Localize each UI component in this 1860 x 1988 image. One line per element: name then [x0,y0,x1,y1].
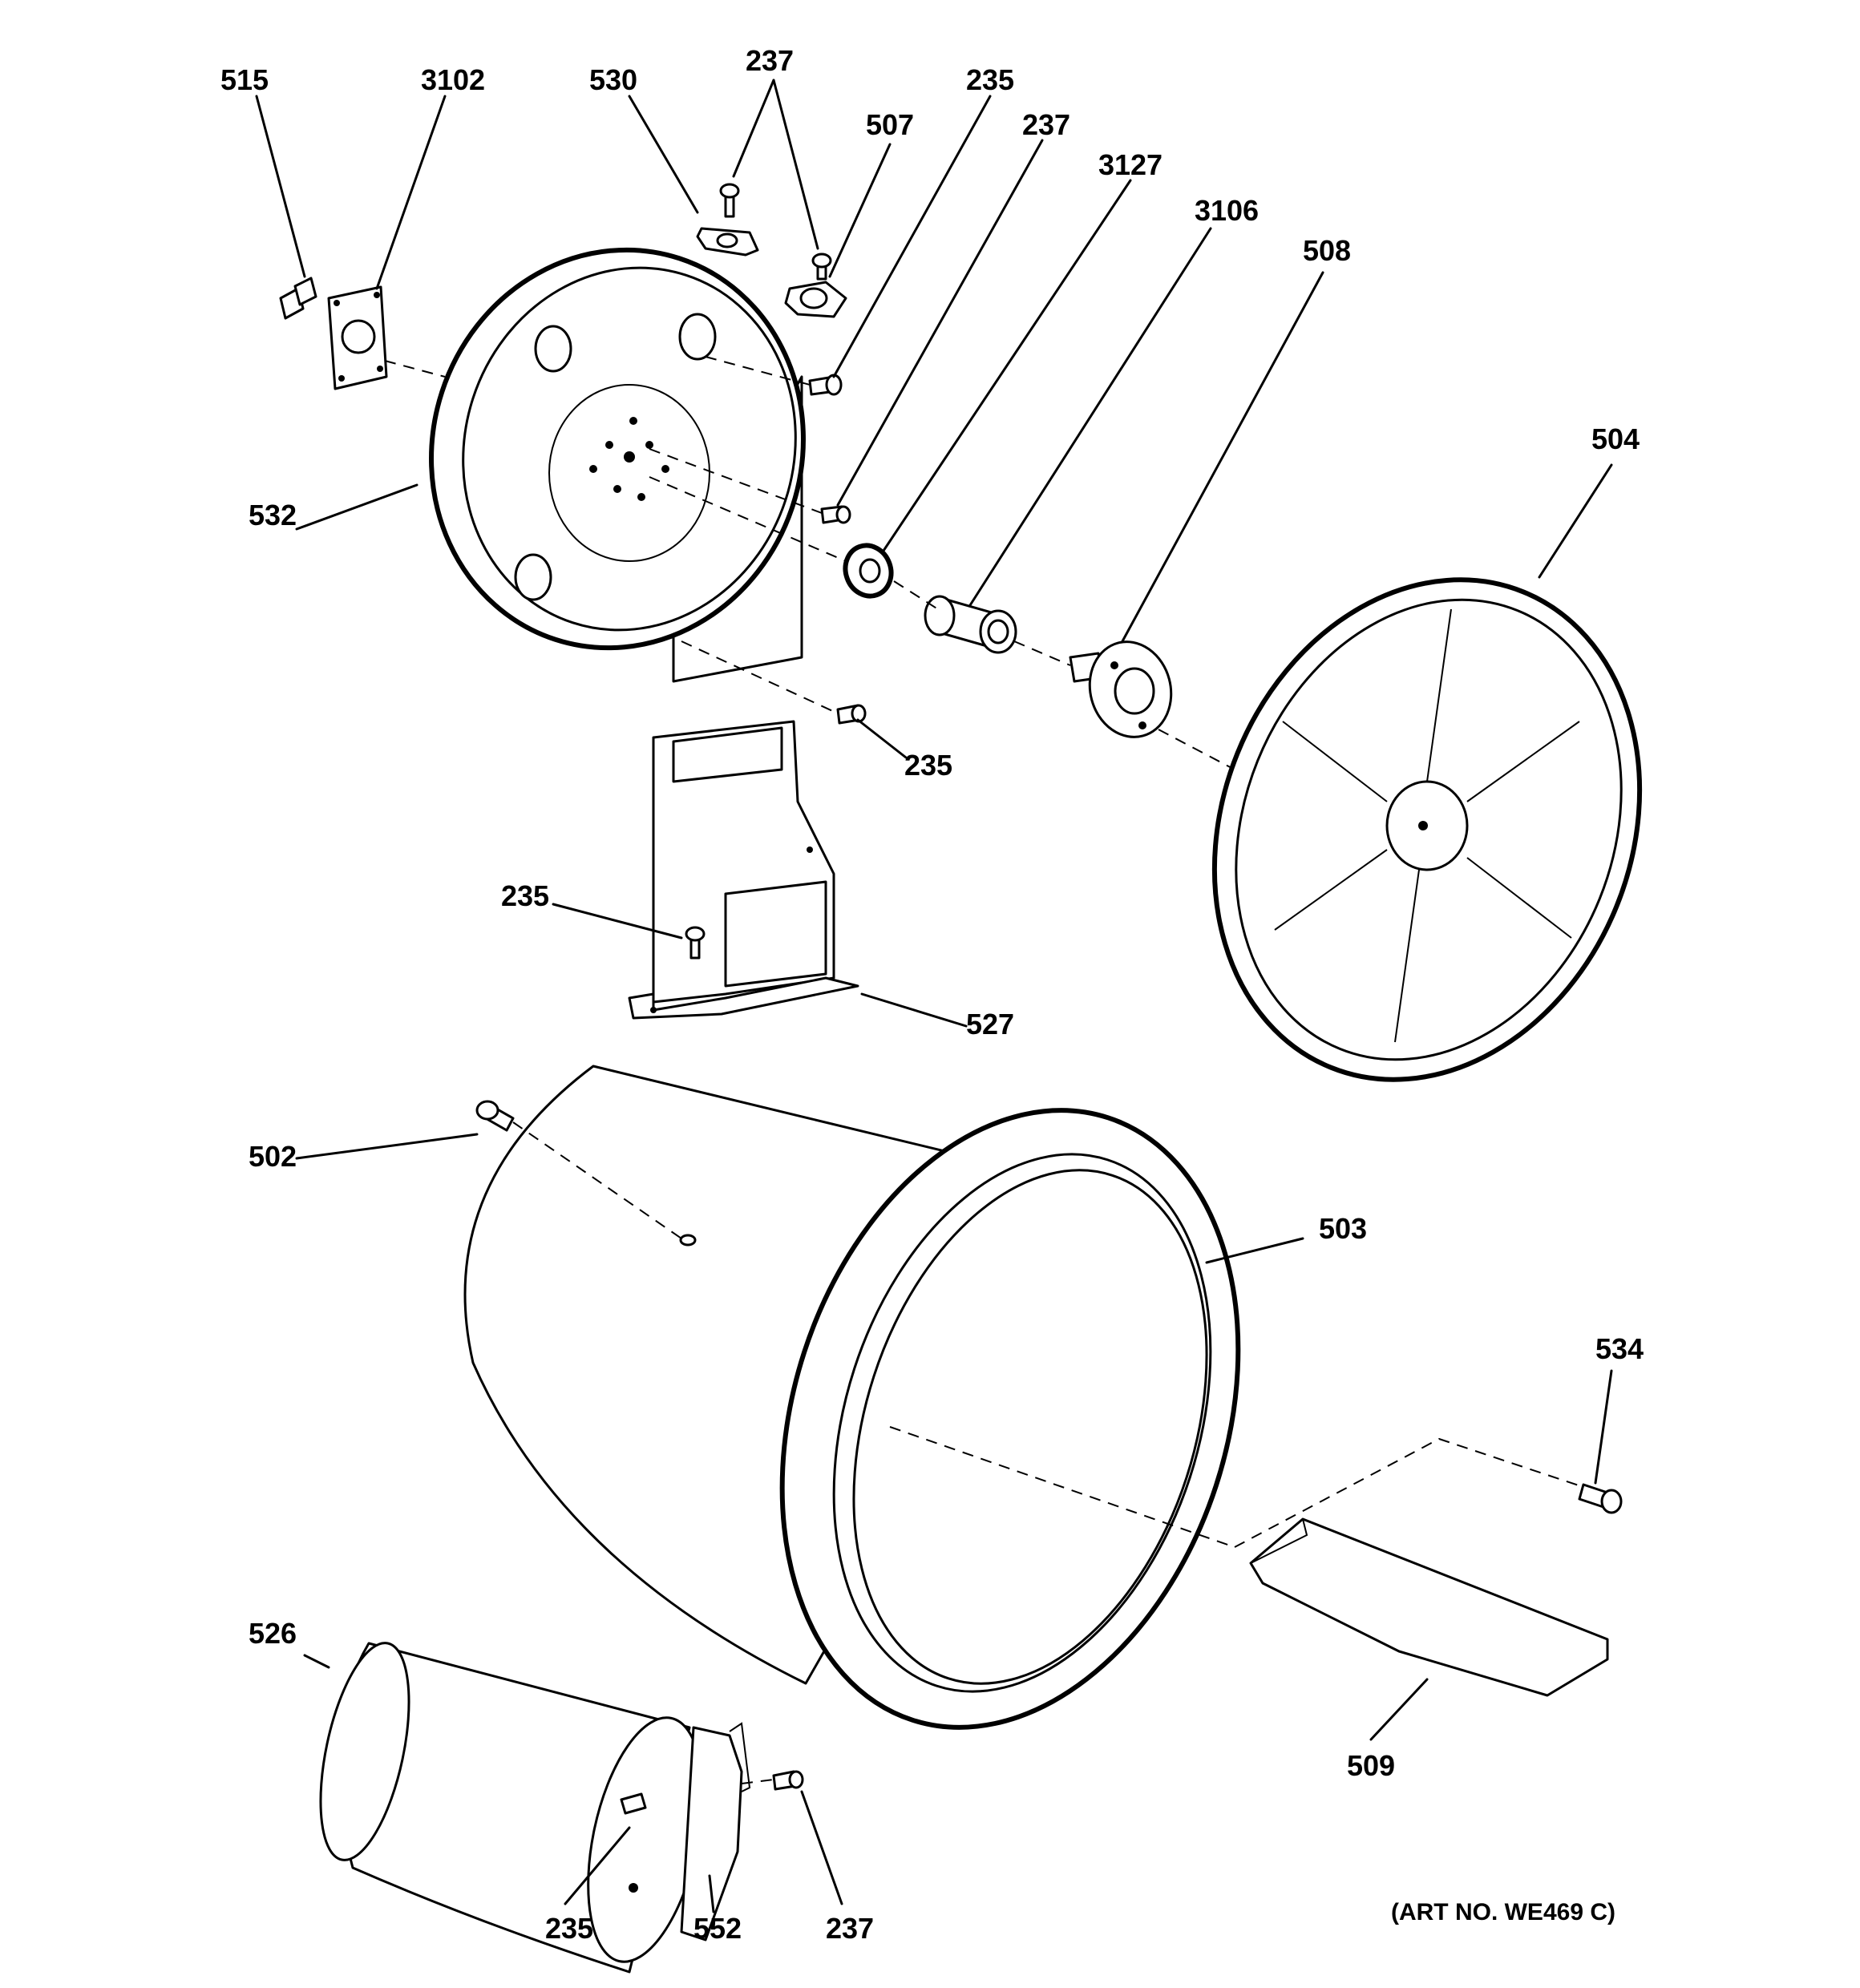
art-number-note: (ART NO. WE469 C) [1391,1899,1615,1925]
drum-503 [463,1065,1241,1730]
screw-235b [836,704,867,725]
screw-237b [820,505,851,524]
callout-503: 503 [1319,1212,1367,1245]
screw-235c [685,926,706,960]
callout-532: 532 [249,499,297,531]
screw-237c [772,1770,804,1791]
callout-509: 509 [1347,1749,1395,1782]
clip-515 [279,277,317,320]
bracket-530 [696,183,759,257]
callout-527: 527 [966,1008,1014,1040]
heater-526 [319,1642,743,1974]
duct-527 [628,720,859,1020]
leader-lines [255,79,1613,1913]
callout-3106: 3106 [1195,194,1259,227]
rear-bulkhead-532 [429,247,806,683]
callout-3102: 3102 [421,63,485,96]
plate-3102 [327,285,388,390]
callout-504: 504 [1591,422,1640,455]
callout-labels: 515 3102 530 237 507 235 237 3127 3106 5… [220,44,1644,1945]
callout-235-top: 235 [966,63,1014,96]
callout-237-mid: 237 [1022,108,1070,141]
screw-534 [1578,1483,1623,1514]
lint-filter-509 [1249,1517,1609,1697]
callout-530: 530 [589,63,637,96]
washer-3127 [843,543,894,599]
callout-235-right: 235 [904,749,952,782]
roller-502 [475,1100,515,1132]
callout-3127: 3127 [1098,148,1162,181]
callout-237-bottom: 237 [826,1912,874,1945]
thermostat-507 [784,253,847,318]
shaft-508 [1069,640,1173,738]
callout-552: 552 [693,1912,742,1945]
callout-508: 508 [1303,234,1351,267]
drum-front-504 [1211,577,1643,1082]
callout-515: 515 [220,63,269,96]
callout-534: 534 [1595,1332,1644,1365]
callout-502: 502 [249,1140,297,1173]
callout-237-top: 237 [746,44,794,77]
callout-526: 526 [249,1617,297,1650]
screw-235a [808,374,843,396]
callout-235-duct: 235 [501,879,549,912]
callout-235-bottom: 235 [545,1912,593,1945]
callout-507: 507 [866,108,914,141]
